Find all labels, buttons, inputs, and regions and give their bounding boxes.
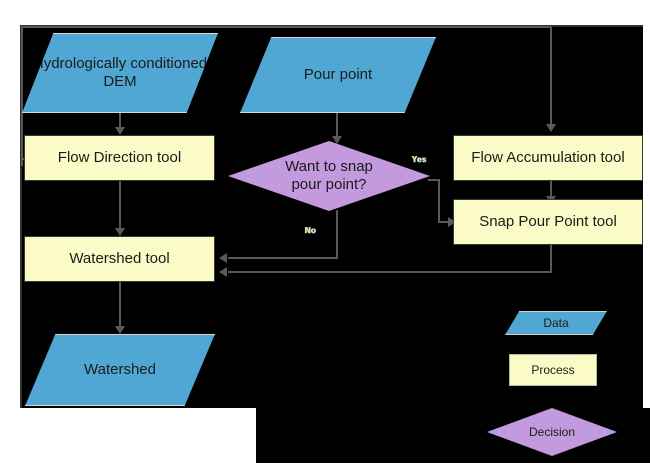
arrow-into-decision: [332, 136, 342, 144]
arrow-into-flow-accumulation: [546, 124, 556, 132]
node-pour-point-label: Pour point: [303, 65, 373, 83]
arrow-into-snap-pour-point: [448, 217, 456, 227]
connector-dem-to-accumulation-horizontal: [22, 26, 552, 28]
arrow-into-flow-direction: [115, 127, 125, 135]
node-flow-direction-tool-label: Flow Direction tool: [57, 148, 182, 166]
node-watershed-tool[interactable]: Watershed tool: [24, 236, 215, 282]
node-watershed-tool-label: Watershed tool: [69, 249, 170, 267]
connector-dem-to-flow-direction: [119, 113, 121, 132]
connector-accumulation-to-snap: [550, 181, 552, 200]
node-flow-accumulation-tool-label: Flow Accumulation tool: [471, 148, 625, 166]
arrow-no-into-watershed-tool: [219, 253, 227, 263]
node-snap-pour-point-tool[interactable]: Snap Pour Point tool: [453, 199, 643, 245]
arrow-into-watershed-output: [115, 326, 125, 334]
connector-no-vertical: [336, 210, 338, 259]
legend-item-data: Data: [505, 311, 607, 335]
arrow-snap-into-watershed-tool: [219, 267, 227, 277]
connector-left-rail-vertical: [21, 26, 23, 166]
node-watershed-output-label: Watershed: [84, 360, 156, 378]
legend-item-process: Process: [509, 354, 597, 386]
connector-no-horizontal: [228, 257, 338, 259]
connector-yes-horizontal: [428, 179, 440, 181]
connector-snap-to-watershed-horizontal: [228, 271, 552, 273]
node-watershed-output[interactable]: Watershed: [25, 334, 215, 406]
connector-yes-into-snap: [438, 221, 450, 223]
node-hydrologically-conditioned-dem[interactable]: Hydrologically conditioned DEM: [22, 33, 218, 113]
connector-watershed-tool-to-output: [119, 282, 121, 330]
connector-snap-to-watershed-vertical: [550, 245, 552, 273]
legend-process-label: Process: [531, 363, 575, 377]
node-flow-accumulation-tool[interactable]: Flow Accumulation tool: [453, 135, 643, 181]
node-snap-pour-point-tool-label: Snap Pour Point tool: [479, 212, 617, 230]
branch-label-yes: Yes: [412, 155, 427, 164]
connector-pour-point-to-decision: [336, 113, 338, 141]
branch-label-no: No: [305, 226, 317, 235]
node-pour-point[interactable]: Pour point: [240, 37, 436, 113]
legend-data-label: Data: [543, 316, 569, 330]
connector-yes-vertical: [438, 179, 440, 223]
node-want-to-snap-pour-point-label: Want to snap pour point?: [285, 157, 373, 193]
connector-dem-to-accumulation-vertical: [550, 26, 552, 126]
legend-decision-label: Decision: [528, 425, 576, 439]
arrow-into-watershed-tool: [115, 228, 125, 236]
node-flow-direction-tool[interactable]: Flow Direction tool: [24, 135, 215, 181]
connector-flow-direction-to-watershed-tool: [119, 181, 121, 232]
node-hydrologically-conditioned-dem-label: Hydrologically conditioned DEM: [32, 54, 208, 90]
